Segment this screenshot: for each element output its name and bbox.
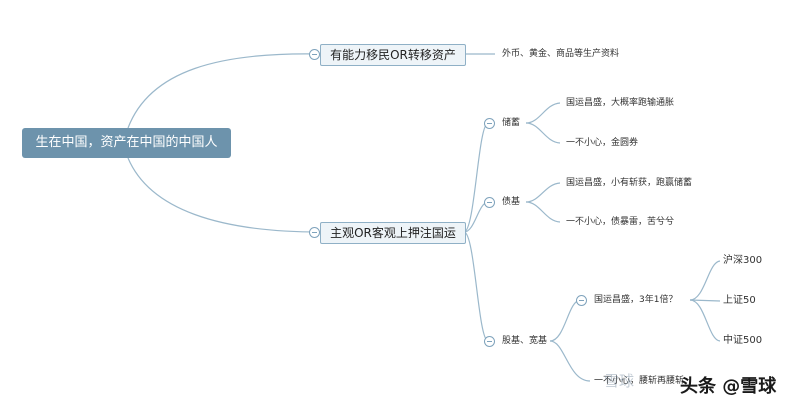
connector-savings-2 — [525, 122, 561, 144]
branch-emigrate-child[interactable]: 外币、黄金、商品等生产资料 — [502, 49, 620, 59]
connector-branch2-savings — [463, 122, 489, 233]
stocks-prosper[interactable]: 国运昌盛，3年1倍？ — [594, 295, 678, 305]
collapse-toggle-icon[interactable] — [576, 295, 587, 306]
index-csi500[interactable]: 中证500 — [723, 335, 763, 346]
connector-index-2 — [689, 299, 721, 302]
collapse-toggle-icon[interactable] — [484, 336, 495, 347]
collapse-toggle-icon[interactable] — [309, 227, 320, 238]
connector-stocks-1 — [549, 299, 581, 342]
branch-emigrate-node[interactable]: 有能力移民OR转移资产 — [320, 44, 466, 66]
connector-index-1 — [689, 260, 721, 301]
category-bonds[interactable]: 债基 — [502, 197, 521, 207]
collapse-toggle-icon[interactable] — [484, 197, 495, 208]
collapse-toggle-icon[interactable] — [309, 49, 320, 60]
collapse-toggle-icon[interactable] — [484, 118, 495, 129]
bonds-outcome-1[interactable]: 国运昌盛，小有斩获，跑赢储蓄 — [566, 178, 693, 188]
watermark-toutiao: 头条 @雪球 — [680, 376, 777, 397]
category-stocks[interactable]: 股基、宽基 — [502, 336, 548, 346]
connector-bonds-1 — [525, 182, 561, 203]
branch-bet-node[interactable]: 主观OR客观上押注国运 — [320, 222, 466, 244]
category-savings[interactable]: 储蓄 — [502, 118, 521, 128]
stocks-careless[interactable]: 一不小心，腰斩再腰斩 — [594, 376, 685, 386]
connector-index-3 — [689, 299, 721, 342]
bonds-outcome-2[interactable]: 一不小心，债暴雷，苦兮兮 — [566, 217, 675, 227]
connector-branch2-stocks — [463, 231, 489, 342]
connector-root-branch2 — [127, 157, 321, 233]
connector-bonds-2 — [525, 201, 561, 223]
savings-outcome-1[interactable]: 国运昌盛，大概率跑输通胀 — [566, 98, 675, 108]
index-csi300[interactable]: 沪深300 — [723, 255, 763, 266]
connector-root-branch1 — [127, 53, 321, 129]
watermark-snowball-faint: 雪球 — [604, 372, 635, 390]
connector-stocks-2 — [549, 340, 591, 382]
savings-outcome-2[interactable]: 一不小心，金圆券 — [566, 138, 639, 148]
index-sse50[interactable]: 上证50 — [723, 295, 756, 306]
connector-savings-1 — [525, 102, 561, 124]
root-node[interactable]: 生在中国，资产在中国的中国人 — [22, 128, 231, 158]
